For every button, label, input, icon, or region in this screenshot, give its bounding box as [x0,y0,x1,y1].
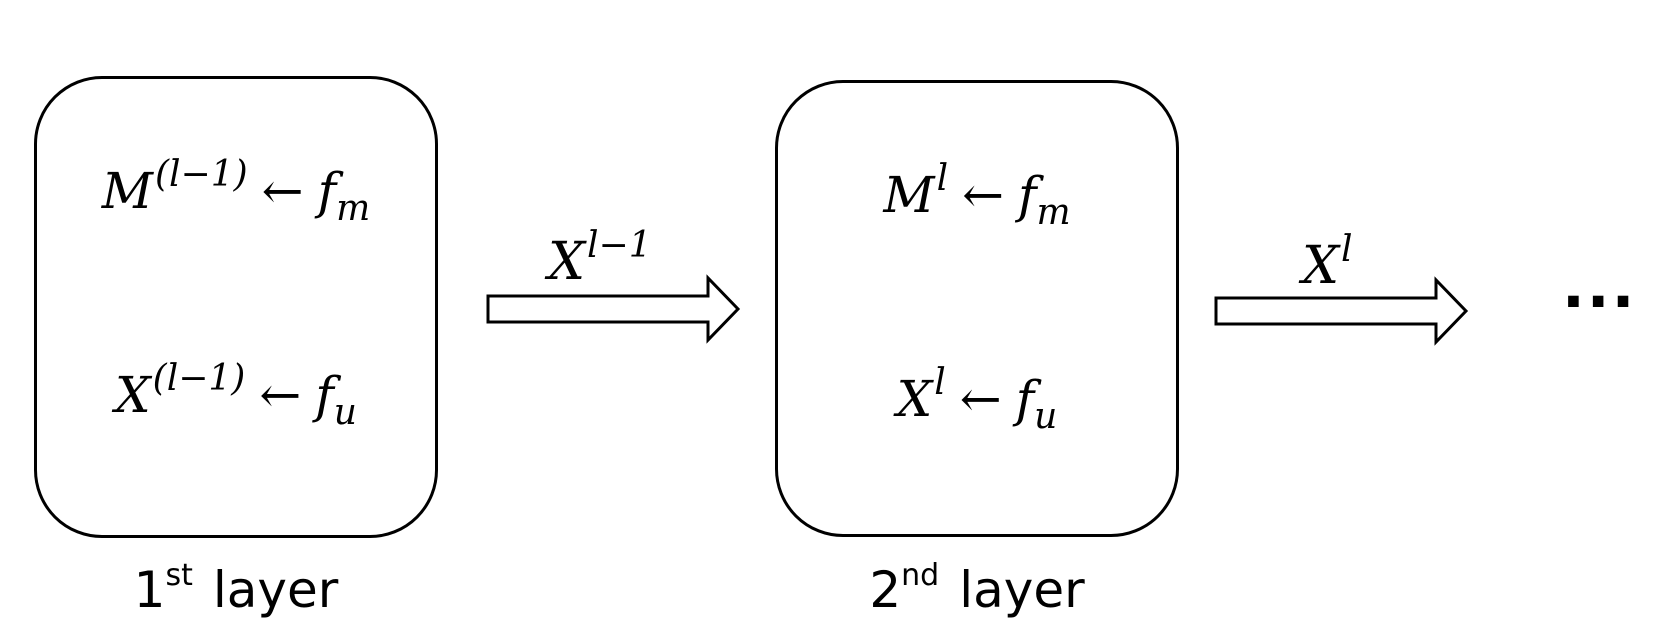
layer-1-m-update: M(l−1)←fm [101,154,371,229]
arrow-2-label: Xl [1302,229,1353,296]
continuation-ellipsis: ··· [1562,267,1637,337]
layer-1-box: M(l−1)←fm X(l−1)←fu [34,76,438,538]
arrow-1-right-icon [486,274,741,344]
layer-2-x-update: Xl←fu [896,362,1058,437]
layer-2-box: Ml←fm Xl←fu [775,80,1179,537]
layer-2-m-update: Ml←fm [883,158,1071,233]
arrow-1-label: Xl−1 [548,225,652,292]
layer-1-x-update: X(l−1)←fu [115,358,357,433]
arrow-2-right-icon [1214,276,1469,346]
